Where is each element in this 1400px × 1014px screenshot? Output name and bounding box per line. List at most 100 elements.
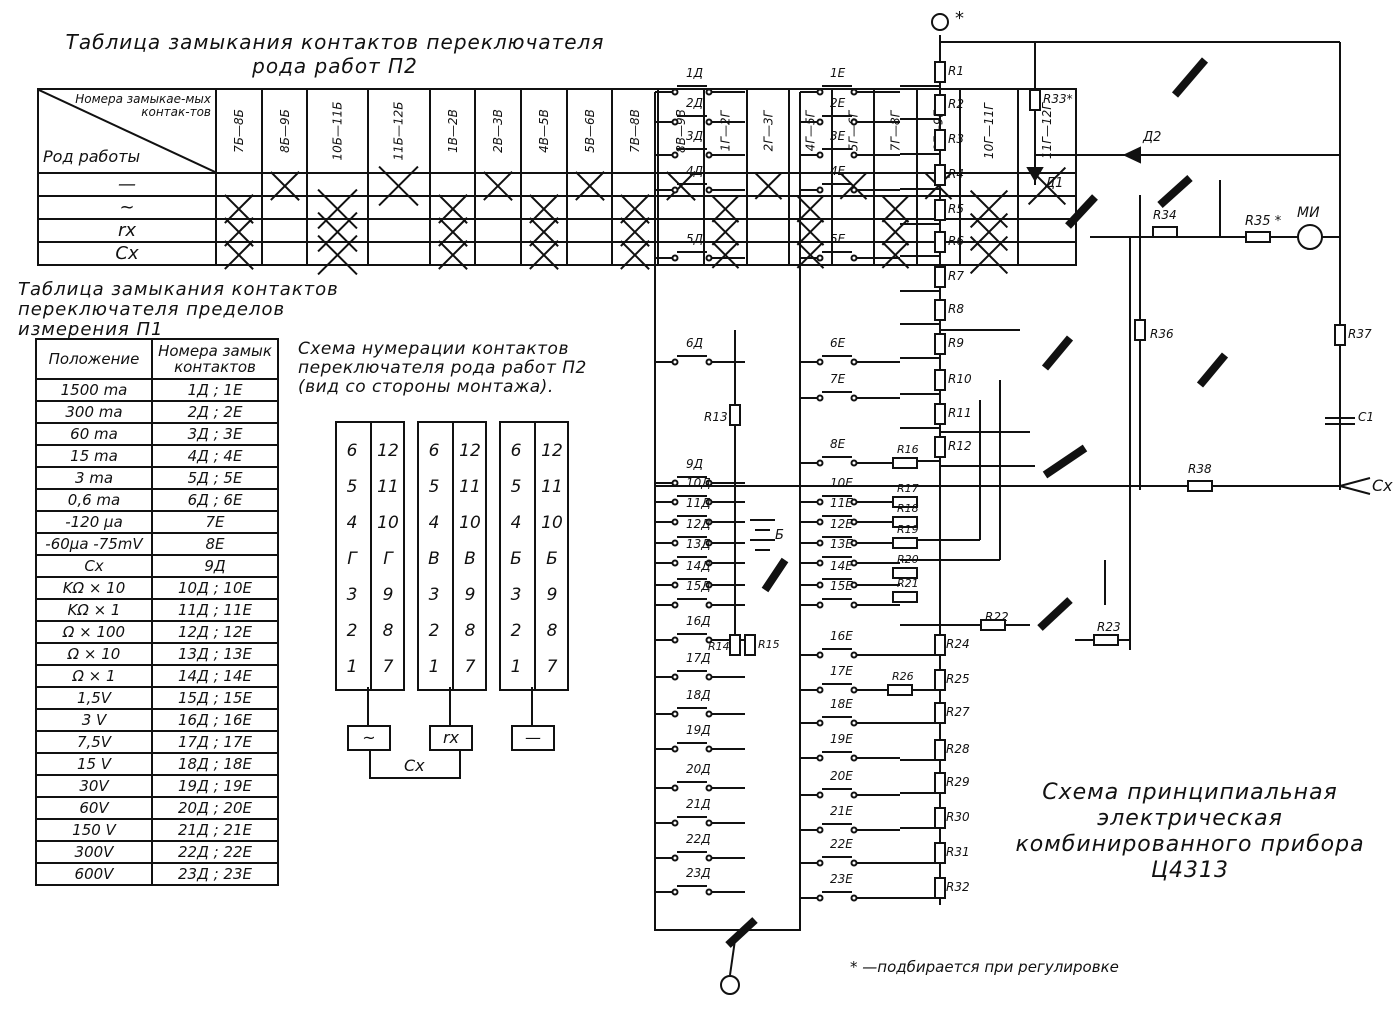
table2-position: KΩ × 10: [35, 576, 153, 600]
switch-blade: [1157, 175, 1193, 208]
deck-contact-number: 9: [464, 585, 476, 605]
contact-terminal: [671, 673, 679, 681]
resistor: [934, 231, 946, 253]
numbering-title: Схема нумерации контактов переключателя …: [298, 339, 587, 397]
resistor-label: R3: [948, 132, 964, 146]
resistor-label: R25: [946, 672, 970, 686]
table1-col-header: 5Г—6Г: [830, 88, 876, 174]
deck-contact-number: 10: [541, 513, 563, 533]
table1-mode-label: —: [37, 172, 217, 197]
open-contact-cell: [260, 195, 309, 220]
e-contact-label: 18Е: [830, 697, 853, 711]
table1-col-header: 7Б—8Б: [215, 88, 263, 174]
table2-contacts: 6Д ; 6Е: [151, 488, 279, 512]
table2-contacts: 8Е: [151, 532, 279, 556]
contact-terminal: [671, 854, 679, 862]
schematic-caption: Схема принципиальная электрическая комби…: [1015, 780, 1365, 883]
contact-terminal: [705, 784, 713, 792]
e-contact-label: 3Е: [830, 129, 846, 143]
resistor-label: R32: [946, 880, 970, 894]
contact-terminal: [850, 686, 858, 694]
resistor: [934, 634, 946, 656]
resistor-label: R15: [758, 638, 780, 651]
deck-contact-number: 6: [510, 441, 522, 461]
deck-contact-number: 10: [377, 513, 399, 533]
open-contact-cell: [745, 241, 791, 266]
contact-terminal: [705, 539, 713, 547]
contact-terminal: [816, 719, 824, 727]
contact-terminal: [671, 559, 679, 567]
contact-terminal: [816, 358, 824, 366]
contact-terminal: [816, 118, 824, 126]
resistor-label: R26: [892, 670, 914, 683]
contact-terminal: [816, 686, 824, 694]
resistor-label: R31: [946, 845, 970, 859]
table2-contacts: 19Д ; 19Е: [151, 774, 279, 798]
resistor: [934, 61, 946, 83]
resistor-label: R28: [946, 742, 970, 756]
switch-blade: [761, 557, 789, 593]
open-contact-cell: [657, 218, 705, 243]
open-contact-cell: [260, 241, 309, 266]
contact-terminal: [671, 601, 679, 609]
contact-terminal: [816, 459, 824, 467]
contact-terminal: [850, 186, 858, 194]
resistor: [729, 634, 741, 656]
contact-terminal: [850, 254, 858, 262]
table2-contacts: 13Д ; 13Е: [151, 642, 279, 666]
deck-contact-number: 1: [346, 657, 358, 677]
contact-terminal: [671, 118, 679, 126]
table2-header: Номера замык контактов: [151, 338, 279, 380]
resistor: [1334, 324, 1346, 346]
switch-blade: [1037, 597, 1073, 631]
contact-terminal: [671, 518, 679, 526]
resistor: [934, 129, 946, 151]
resistor-label: R14: [708, 640, 730, 653]
closed-contact-mark: [702, 195, 748, 220]
resistor: [1093, 634, 1119, 646]
open-contact-cell: [428, 172, 477, 197]
table2-contacts: 21Д ; 21Е: [151, 818, 279, 842]
switch-blade: [1041, 335, 1074, 371]
d-contact-label: 18Д: [686, 688, 711, 702]
table1-col-header: 1Г—2Г: [702, 88, 748, 174]
table1-col-header: 8Б—9Б: [260, 88, 309, 174]
closed-contact-mark: [519, 195, 568, 220]
d-contact-label: 17Д: [686, 651, 711, 665]
resistor: [934, 739, 946, 761]
closed-contact-mark: [702, 241, 748, 266]
open-contact-cell: [788, 172, 833, 197]
resistor-label: R29: [946, 775, 970, 789]
d-contact-label: 6Д: [686, 336, 704, 350]
contact-terminal: [671, 581, 679, 589]
open-contact-cell: [367, 218, 431, 243]
resistor: [1152, 226, 1178, 238]
resistor-label: R22: [985, 610, 1009, 624]
resistor: [892, 516, 918, 528]
closed-contact-mark: [611, 218, 660, 243]
table2-position: 60 ma: [35, 422, 153, 446]
deck-contact-number: В: [464, 549, 476, 569]
deck-mode-box: rx: [429, 725, 473, 751]
table2-contacts: 14Д ; 14Е: [151, 664, 279, 688]
cx-output-label: Cx: [1372, 476, 1393, 495]
contact-terminal: [671, 498, 679, 506]
table2-position: 600V: [35, 862, 153, 886]
resistor: [934, 94, 946, 116]
table2-contacts: 5Д ; 5Е: [151, 466, 279, 490]
switch-blade: [1171, 57, 1209, 98]
e-contact-label: 4Е: [830, 164, 846, 178]
open-contact-cell: [1016, 241, 1077, 266]
closed-contact-mark: [788, 195, 833, 220]
contact-terminal: [850, 498, 858, 506]
e-contact-label: 8Е: [830, 437, 846, 451]
table2-position: 7,5V: [35, 730, 153, 754]
closed-contact-mark: [565, 172, 614, 197]
table1-col-header: 2В—3В: [474, 88, 522, 174]
open-contact-cell: [873, 172, 919, 197]
e-contact-label: 11Е: [830, 496, 853, 510]
resistor-label: R20: [897, 553, 919, 566]
table2-position: 1,5V: [35, 686, 153, 710]
e-contact-label: 21Е: [830, 804, 853, 818]
deck-contact-number: 6: [346, 441, 358, 461]
